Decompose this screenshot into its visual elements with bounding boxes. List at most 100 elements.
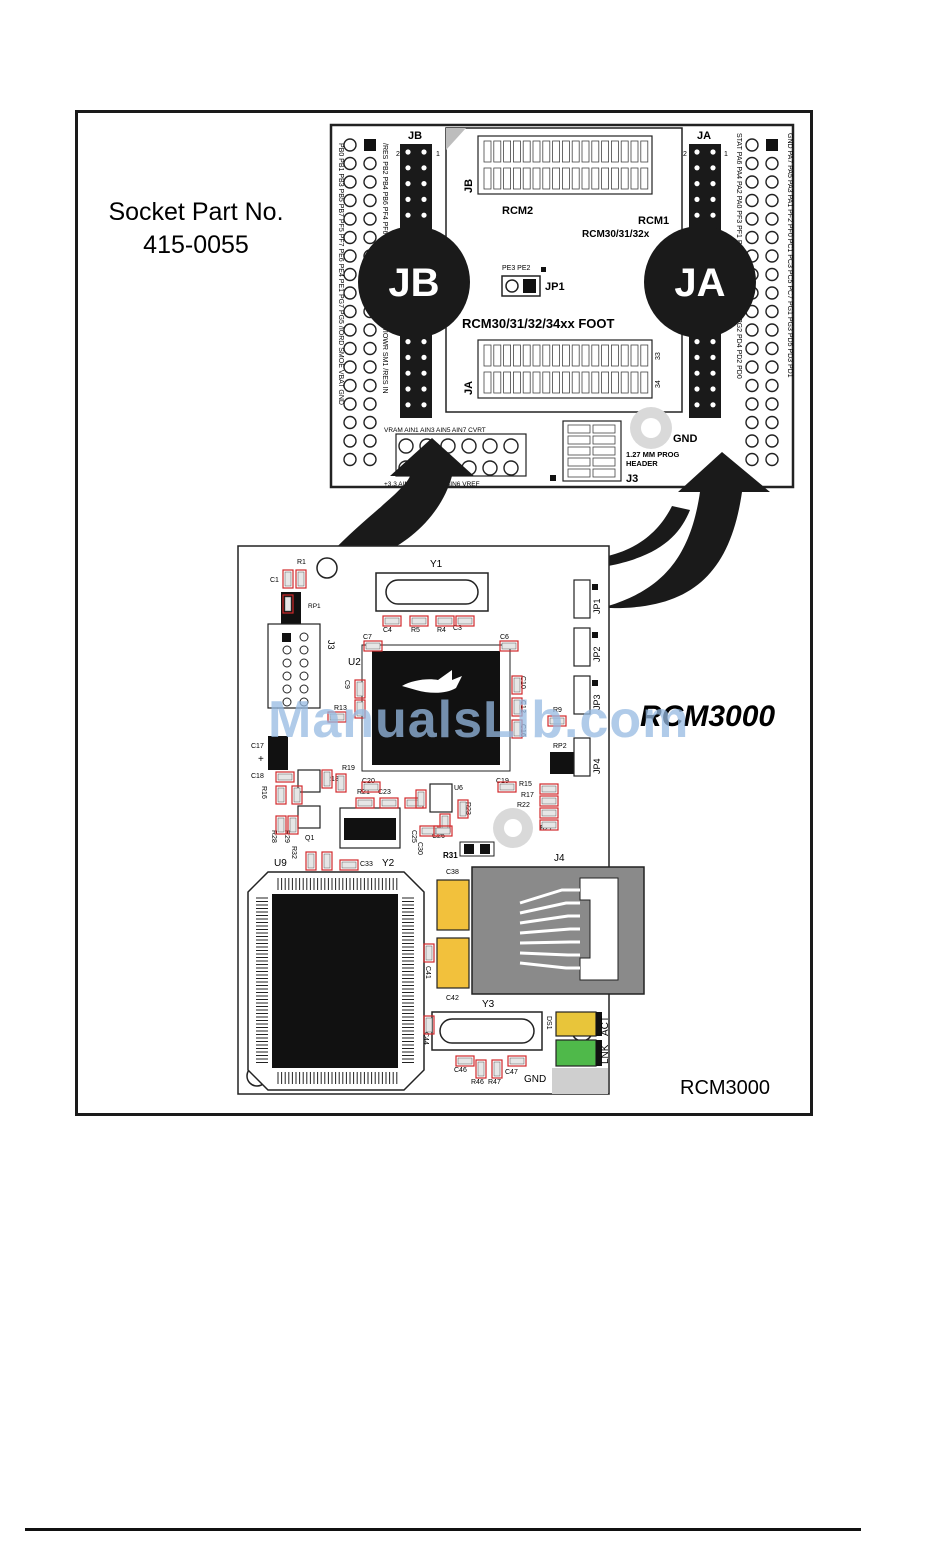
contact (567, 446, 591, 456)
pin-hole (745, 378, 759, 393)
smd-part (356, 681, 364, 697)
led-lnk-label: LNK (600, 1044, 611, 1064)
c25-label: C25 (410, 830, 417, 843)
pin-hole (282, 684, 292, 694)
r27-label: R27 (540, 825, 553, 832)
smd-part (329, 713, 345, 721)
jb-pin-2: 2 (396, 151, 400, 158)
contact (483, 167, 492, 190)
header-jb-label: JB (408, 130, 422, 142)
contact (542, 167, 551, 190)
smd-part (357, 799, 373, 807)
smd-pad (497, 781, 517, 793)
jb-pin-1: 1 (436, 151, 440, 158)
smd-pad (382, 615, 402, 627)
contact (567, 424, 591, 434)
c9-label: C9 (343, 680, 350, 689)
pin-hole (343, 341, 357, 356)
callout-jb-circle (358, 226, 470, 338)
header-pin (405, 196, 411, 202)
smd-part (501, 642, 517, 650)
rcm-models-label: RCM30/31/32x (582, 229, 650, 240)
contact (493, 371, 502, 394)
pin-hole (745, 434, 759, 448)
header-pin (421, 339, 427, 345)
c41-label: C41 (424, 966, 431, 979)
pin-hole (363, 230, 377, 245)
pin-hole (299, 697, 309, 707)
watermark: ManualsLib.com (268, 691, 690, 749)
smd-part (277, 787, 285, 803)
r17-label: R17 (521, 792, 534, 799)
header-pin (694, 370, 700, 376)
smd-pad (457, 799, 469, 819)
contact (592, 424, 616, 434)
left-pin-columns (343, 138, 377, 467)
right-pin-labels-2: GND PA7 PA5 PA3 PA1 PF2 PF0 PC1 PC3 PC5 … (786, 133, 793, 378)
r31-pad-b (480, 844, 490, 854)
smd-pad (363, 640, 383, 652)
smd-part (356, 701, 364, 717)
smd-part (365, 642, 381, 650)
pin-hole (282, 645, 292, 655)
header-pin (405, 149, 411, 155)
smd-pad (547, 715, 567, 727)
ain-pin (503, 460, 519, 476)
prog-header-label-2: HEADER (626, 459, 658, 468)
module-title: RCM3000 (640, 700, 776, 733)
jp3-marker (592, 680, 598, 686)
c3-label: C3 (453, 625, 462, 632)
contact (601, 371, 609, 394)
c6-label: C6 (500, 634, 509, 641)
rp1-label: RP1 (308, 603, 321, 610)
contact (552, 167, 560, 190)
header-pin (710, 196, 716, 202)
ds1-label: DS1 (545, 1016, 552, 1030)
c17-plus: + (258, 754, 264, 765)
contact (571, 140, 580, 163)
smd-part (307, 853, 315, 869)
header-pin (710, 370, 716, 376)
smd-part (477, 1061, 485, 1077)
c46-label: C46 (454, 1067, 467, 1074)
module-hole-tl (316, 557, 338, 579)
pin-hole (363, 193, 377, 208)
socket-label-line1: Socket Part No. (108, 198, 284, 226)
smd-pad (539, 819, 559, 831)
header-pin (405, 181, 411, 187)
r31-pad-a (464, 844, 474, 854)
y3-crystal-can (439, 1018, 535, 1044)
c17-capacitor (268, 736, 288, 770)
jp1-module (573, 579, 591, 619)
smd-part (293, 787, 301, 803)
mounting-hole-top-inner (641, 418, 661, 438)
contact (611, 140, 619, 163)
socket-part-label: Socket Part No. 415-0055 (96, 196, 296, 262)
u2-label: U2 (348, 657, 361, 668)
prog-pin1-marker (550, 475, 556, 481)
smd-pad (287, 815, 299, 835)
pin-hole (343, 249, 357, 263)
pin-hole (765, 452, 779, 467)
smd-part (459, 801, 467, 817)
c23-label: C23 (378, 789, 391, 796)
smd-part (509, 1057, 525, 1065)
rcm2-label: RCM2 (502, 205, 533, 217)
smd-part (425, 945, 433, 961)
pin-hole (299, 645, 309, 655)
smd-pad (423, 943, 435, 963)
header-pin (694, 402, 700, 408)
led-lnk (555, 1039, 597, 1067)
contact (493, 344, 502, 367)
callout-jb-text: JB (388, 261, 439, 305)
r28-label: R28 (270, 830, 277, 843)
smd-part (323, 771, 331, 787)
header-pin (710, 149, 716, 155)
contact (592, 468, 616, 478)
c44-label: C44 (422, 1032, 429, 1045)
header-pin (421, 165, 427, 171)
smd-pad (354, 699, 366, 719)
right-pin-columns (745, 138, 779, 467)
pin-hole (363, 156, 377, 171)
smd-pad (355, 797, 375, 809)
